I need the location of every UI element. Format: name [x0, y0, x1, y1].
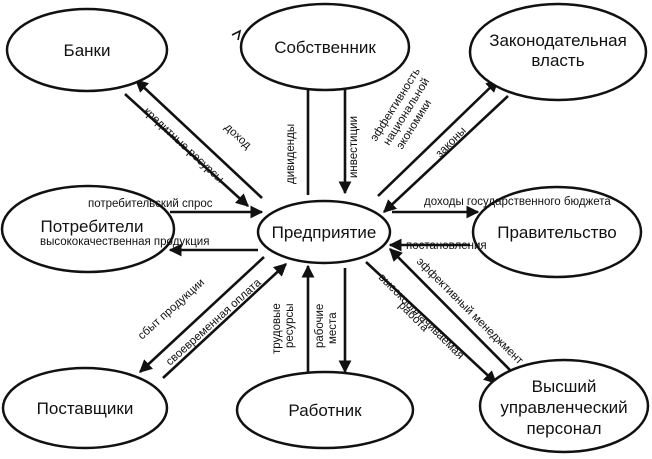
node-top-management [478, 358, 650, 454]
node-worker-label: Работник [288, 401, 362, 420]
label-timely-payment: своевременная оплата [164, 276, 264, 368]
label-credit-resources: кредитные ресурсы [141, 105, 226, 185]
node-consumers [0, 184, 176, 274]
node-worker [235, 370, 415, 450]
label-labor-resources-1: трудовые [271, 303, 283, 354]
arrows [124, 76, 511, 384]
node-suppliers-label: Поставщики [37, 399, 134, 418]
label-quality-products: высококачественная продукция [40, 236, 209, 248]
node-suppliers [1, 366, 169, 450]
node-government [471, 185, 643, 279]
node-legislature-label-2: власть [531, 51, 584, 70]
node-owner-label: Собственник [274, 38, 376, 57]
label-income: доход [222, 121, 253, 151]
label-labor-resources-2: ресурсы [284, 303, 296, 348]
label-state-budget-revenue: доходы государственного бюджета [424, 196, 611, 208]
label-dividends: дивиденды [285, 124, 297, 184]
node-banks-label: Банки [64, 41, 111, 60]
node-owner-decoration [231, 29, 242, 41]
arrow-enterprise-to-management [365, 261, 497, 384]
arrow-enterprise-to-banks [135, 79, 263, 199]
label-investments: инвестиции [348, 116, 360, 178]
arrow-banks-to-enterprise [124, 93, 249, 207]
arrow-suppliers-to-enterprise [162, 263, 287, 379]
node-top-management-label-2: управленческий [500, 398, 627, 417]
label-consumer-demand: потребительский спрос [88, 198, 213, 210]
arrow-enterprise-to-suppliers [139, 256, 265, 373]
node-government-label: Правительство [497, 223, 617, 242]
node-top-management-label-1: Высший [532, 377, 597, 396]
arrow-legislature-to-enterprise [383, 95, 509, 213]
node-banks [5, 7, 169, 93]
node-owner [239, 2, 411, 92]
node-enterprise-label: Предприятие [272, 223, 377, 242]
arrow-enterprise-to-legislature [377, 79, 499, 197]
node-legislature-label-1: Законодательная [489, 31, 627, 50]
label-effective-management: эффективный менеджмент [414, 256, 526, 368]
node-enterprise [256, 199, 392, 265]
node-legislature [468, 2, 648, 102]
arrow-management-to-enterprise [389, 248, 511, 371]
node-top-management-label-3: персонал [526, 419, 601, 438]
label-resolutions: постановления [406, 240, 487, 252]
label-jobs-2: места [327, 312, 339, 344]
label-laws: законы [434, 125, 469, 160]
node-consumers-label: Потребители [41, 217, 144, 236]
label-jobs-1: рабочие [314, 304, 326, 348]
